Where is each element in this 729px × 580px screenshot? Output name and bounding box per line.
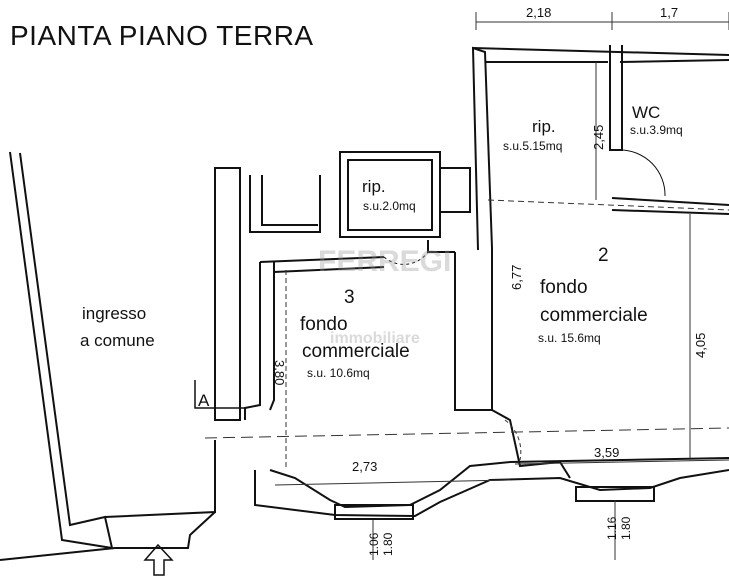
watermark-subtitle: immobiliare [330,330,420,347]
section-line-a [204,427,729,439]
wall-ingresso-left [9,151,114,550]
wall-bottom-left [0,511,216,561]
dim-line-windows [372,500,616,560]
dim-unit2-width: 3,59 [594,445,620,460]
room-rip-top-label: rip. [532,117,556,136]
dim-unit3-depth: 3,80 [272,360,287,386]
window-left [334,504,414,520]
entrance-arrow-icon [143,543,174,576]
wall-rip-divider [609,45,623,151]
room-ingresso-line2: a comune [80,331,155,350]
room-3-line2: commerciale [302,341,410,362]
page-title: PIANTA PIANO TERRA [10,20,314,51]
dim-window-left-a: 1.06 [367,532,381,556]
dim-line-unit3-width [274,479,511,486]
dim-rip-height: 2,45 [591,124,606,150]
section-marker-icon [194,380,245,409]
room-3-area: s.u. 10.6mq [307,366,370,380]
room-wc-label: WC [632,103,661,122]
door-swing-rip [383,251,429,265]
room-3-line1: fondo [300,314,348,335]
room-rip-small-area: s.u.2.0mq [363,199,416,213]
dim-line-unit2-width [514,459,729,465]
wall-top-inner [485,59,729,63]
dim-unit2-depth: 6,77 [509,264,524,290]
room-2-number: 2 [598,245,609,266]
wall-ingresso-right [214,167,241,421]
room-rip-top-area: s.u.5.15mq [503,139,563,153]
dim-top-right: 1,7 [660,5,679,20]
wall-top [472,47,729,56]
dim-window-right-a: 1.16 [605,516,619,540]
room-2-line2: commerciale [540,305,648,326]
dim-unit3-width: 2,73 [352,459,378,474]
room-2-area: s.u. 15.6mq [538,331,601,345]
door-swing-wc [619,149,666,197]
wall-unit2-bottom [491,409,571,479]
wall-wc-bottom [611,197,729,215]
room-rip-small-label: rip. [362,177,386,196]
wall-unit2-bottom-inner [509,457,729,463]
section-marker-label: A [198,391,210,410]
wall-rip-small [339,151,441,238]
wall-central-pier [454,46,493,411]
wall-unit3-back [249,175,321,233]
dim-unit2-side: 4,05 [693,332,708,358]
door-arc-unit2 [504,419,522,461]
wall-unit3-bottom-outer [254,469,729,518]
wall-unit3-left [244,262,261,420]
dim-window-left-b: 1.80 [381,532,395,556]
wall-unit3-left-inner [269,262,275,411]
room-2-line1: fondo [540,277,588,298]
dim-line-unit2-depth [487,199,729,211]
wall-unit3-back-inner [261,175,318,226]
dim-window-right-b: 1.80 [619,516,633,540]
watermark-logo: FERREGI [318,245,452,278]
wall-rip-small-inner [347,159,433,231]
dim-top-left: 2,18 [526,5,552,20]
wall-ingresso-bottom [104,440,216,518]
wall-rip-small-nib [440,167,471,213]
room-wc-area: s.u.3.9mq [630,123,683,137]
room-ingresso-line1: ingresso [82,304,147,323]
dim-line-top [475,12,729,30]
room-3-number: 3 [344,287,355,308]
wall-unit3-top-inner [273,266,385,273]
